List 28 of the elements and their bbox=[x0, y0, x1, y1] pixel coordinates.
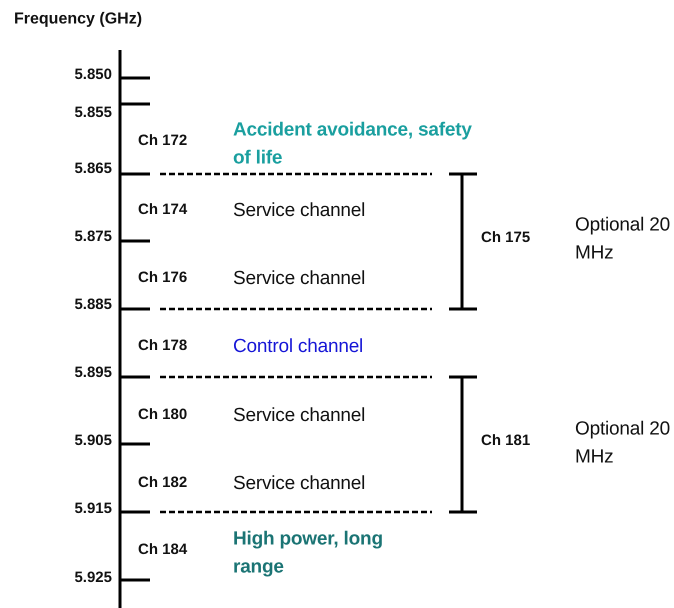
channel-description: Service channel bbox=[233, 404, 366, 428]
tick-label: 5.895 bbox=[74, 363, 112, 384]
tick-label: 5.865 bbox=[74, 159, 112, 180]
channel-description: Control channel bbox=[233, 335, 364, 360]
tick-label: 5.875 bbox=[74, 227, 112, 248]
channel-number: Ch 182 bbox=[138, 473, 188, 494]
tick-label: 5.905 bbox=[74, 431, 112, 452]
channel-description: Service channel bbox=[233, 199, 366, 224]
channel-number: Ch 176 bbox=[138, 268, 188, 288]
channel-number: Ch 180 bbox=[138, 405, 188, 426]
tick-label: 5.915 bbox=[74, 499, 112, 520]
tick-label: 5.850 bbox=[74, 65, 112, 86]
tick-label: 5.925 bbox=[74, 568, 112, 588]
channel-number: Ch 174 bbox=[138, 200, 188, 220]
channel-number: Ch 175 bbox=[481, 228, 530, 248]
channel-description: Accident avoidance, safety of life bbox=[233, 118, 473, 170]
bandwidth-note: Optional 20 MHz bbox=[575, 213, 670, 265]
channel-number: Ch 178 bbox=[138, 336, 188, 356]
tick-label: 5.855 bbox=[74, 103, 112, 124]
bandwidth-note: Optional 20 MHz bbox=[575, 417, 670, 469]
channel-number: Ch 181 bbox=[481, 431, 530, 452]
channel-description: Service channel bbox=[233, 267, 366, 292]
channel-description: Service channel bbox=[233, 472, 366, 496]
channel-number: Ch 172 bbox=[138, 131, 188, 152]
channel-description: High power, long range bbox=[233, 527, 384, 579]
channel-number: Ch 184 bbox=[138, 540, 188, 560]
tick-label: 5.885 bbox=[74, 295, 112, 316]
axis-title: Frequency (GHz) bbox=[14, 9, 142, 30]
